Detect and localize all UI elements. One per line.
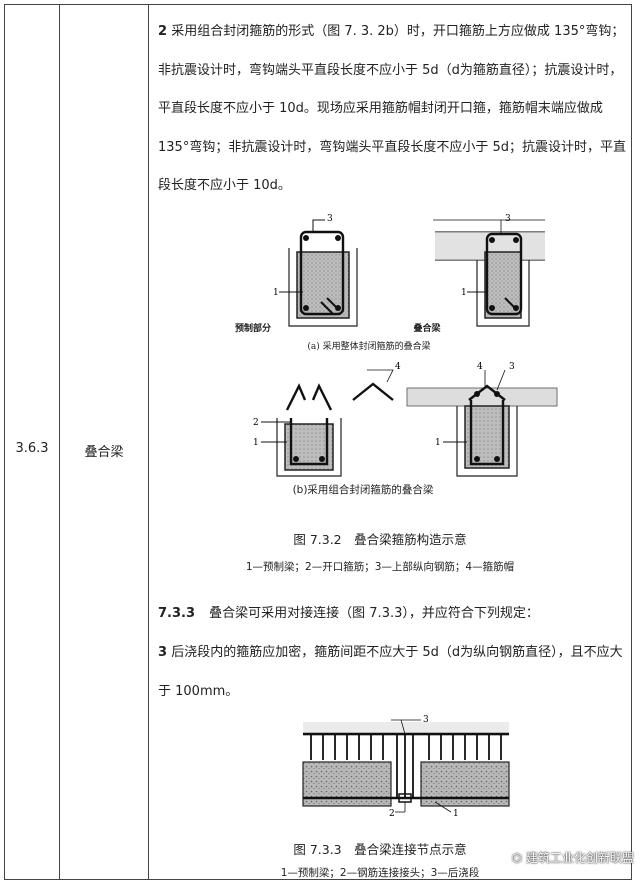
paragraph-text: 采用组合封闭箍筋的形式（图 7. 3. 2b）时，开口箍筋上方应做成 135°弯…	[158, 24, 626, 193]
figure-title-7-3-3: 图 7.3.3 叠合梁连接节点示意	[293, 842, 467, 857]
prefab-beam-right	[420, 761, 510, 807]
watermark-text: 建筑工业化创新联盟	[525, 851, 634, 865]
wechat-icon: ⌬	[511, 851, 523, 865]
svg-text:1: 1	[253, 438, 259, 448]
clause-content: 2 采用组合封闭箍筋的形式（图 7. 3. 2b）时，开口箍筋上方应做成 135…	[155, 5, 633, 879]
closed-stirrup	[299, 230, 345, 316]
clause-code: 3.6.3	[15, 441, 49, 456]
svg-text:1: 1	[453, 809, 459, 819]
paragraph-joint-connection: 7.3.3 叠合梁可采用对接连接（图 7.3.3），并应符合下列规定：	[158, 595, 628, 634]
figure-legend-7-3-2: 1—预制梁；2—开口箍筋；3—上部纵向钢筋；4—箍筋帽	[245, 561, 515, 573]
paragraph-stirrup-spacing: 3 后浇段内的箍筋应加密，箍筋间距不应大于 5d（d为纵向钢筋直径），且不应大于…	[158, 634, 628, 711]
svg-text:2: 2	[389, 809, 395, 819]
svg-text:3: 3	[509, 362, 515, 372]
callout-1: 1	[273, 288, 279, 298]
clause-name: 叠合梁	[84, 445, 124, 460]
svg-text:1: 1	[435, 438, 441, 448]
caption-a: (a) 采用整体封闭箍筋的叠合梁	[307, 342, 431, 352]
paragraph-stirrup-form: 2 采用组合封闭箍筋的形式（图 7. 3. 2b）时，开口箍筋上方应做成 135…	[158, 13, 628, 206]
figure-title-7-3-2: 图 7.3.2 叠合梁箍筋构造示意	[293, 532, 467, 547]
figure-7-3-3: 3 2 1	[295, 710, 515, 820]
clause-number: 7.3.3	[158, 606, 196, 621]
watermark: ⌬ 建筑工业化创新联盟	[512, 849, 634, 866]
svg-text:4: 4	[395, 362, 401, 372]
svg-text:3: 3	[423, 715, 429, 725]
column-divider	[59, 5, 60, 879]
figure-7-3-2a: 3 1 3 1 预制部分 叠合梁 (a) 采用整体封闭箍筋的叠合梁	[235, 210, 555, 360]
svg-text:3: 3	[505, 214, 511, 224]
composite-beam-joint-diagram: 3 2 1	[302, 715, 510, 819]
paragraph-text: 叠合梁可采用对接连接（图 7.3.3），并应符合下列规定：	[209, 606, 539, 621]
callout-3: 3	[327, 214, 333, 224]
spec-table: 3.6.3 叠合梁 2 采用组合封闭箍筋的形式（图 7. 3. 2b）时，开口箍…	[4, 4, 632, 880]
column-divider	[148, 5, 149, 879]
item-number: 3	[158, 645, 168, 660]
item-number: 2	[158, 24, 168, 39]
label-composite-beam: 叠合梁	[413, 324, 441, 334]
paragraph-text: 后浇段内的箍筋应加密，箍筋间距不应大于 5d（d为纵向钢筋直径），且不应大于 1…	[158, 645, 623, 699]
caption-b: (b)采用组合封闭箍筋的叠合梁	[292, 484, 434, 496]
svg-text:1: 1	[461, 288, 467, 298]
figure-7-3-2b: 4 2 1 4 3 1 (b)采用组合封闭箍筋的叠合梁	[247, 360, 567, 500]
svg-text:4: 4	[477, 362, 483, 372]
composite-beam-combined-stirrup-diagram: 4 2 1 4 3 1	[253, 362, 558, 477]
figure-legend-7-3-3: 1—预制梁；2—钢筋连接接头；3—后浇段	[280, 867, 480, 879]
composite-beam-integral-stirrup-diagram: 3 1 3 1	[273, 214, 545, 327]
label-prefab-part: 预制部分	[234, 324, 271, 334]
prefab-beam-left	[302, 761, 392, 807]
svg-text:2: 2	[253, 418, 259, 428]
